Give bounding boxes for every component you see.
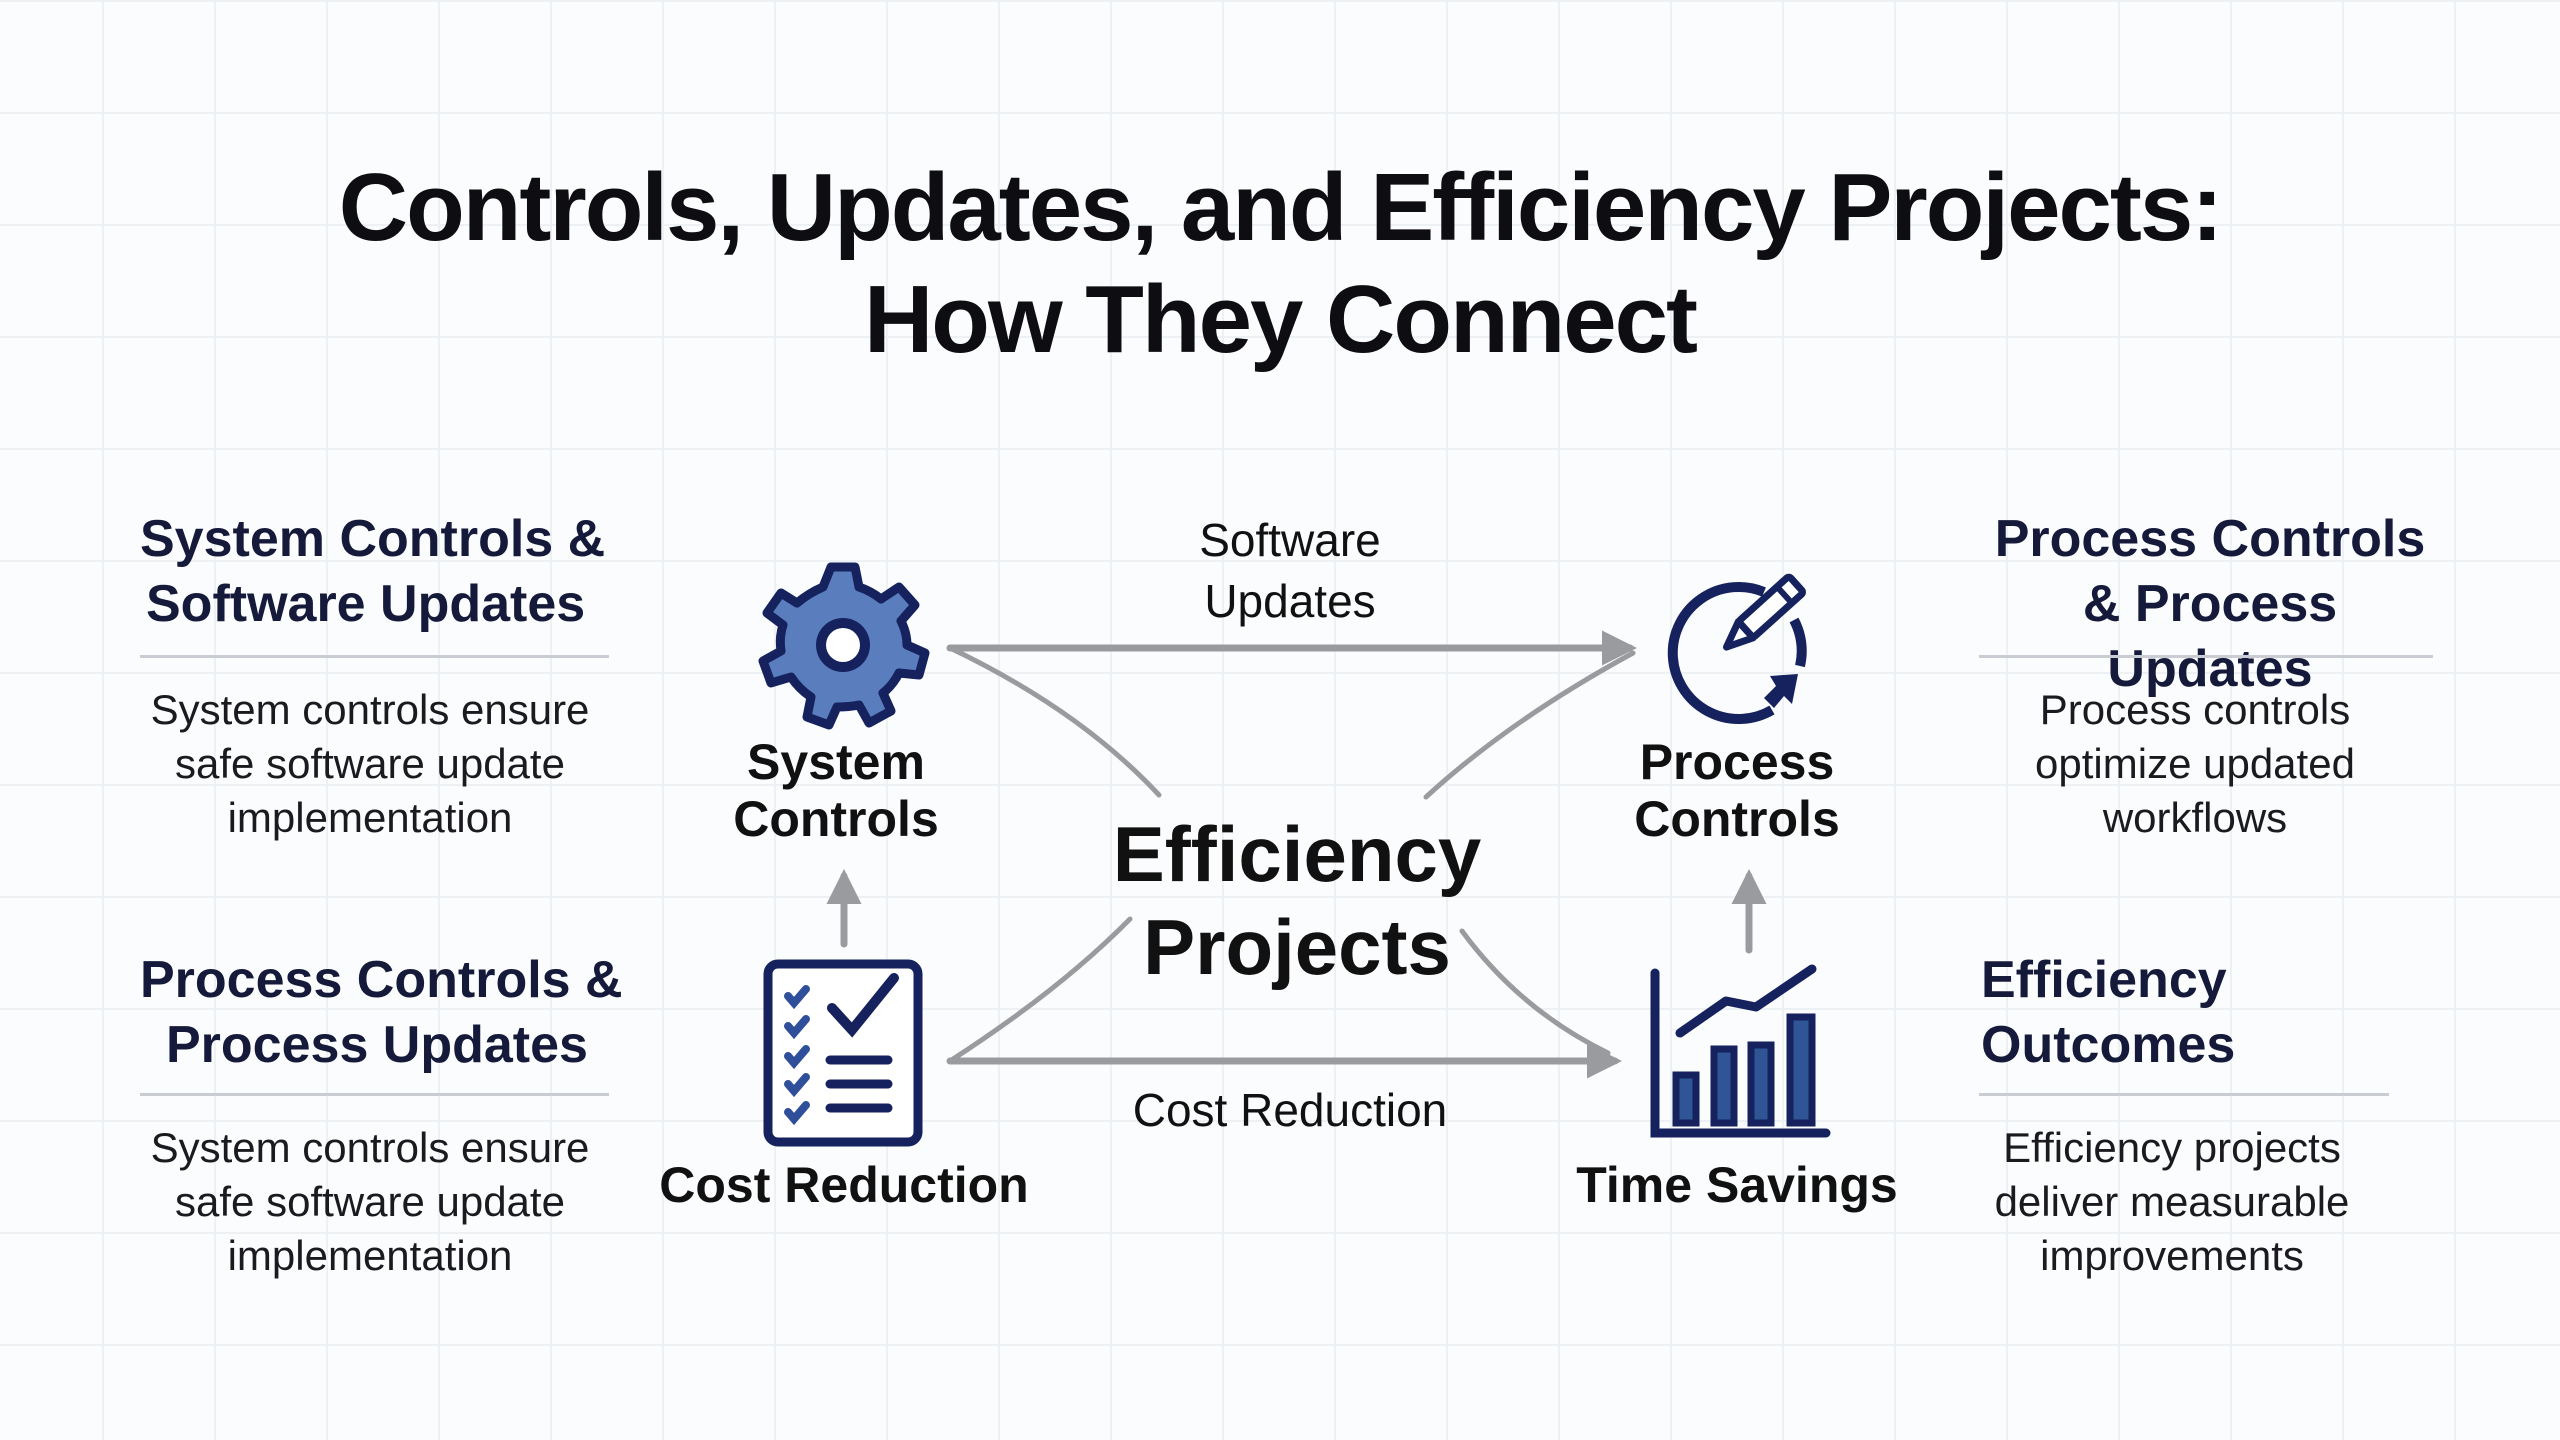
desc-line: workflows [2102, 794, 2288, 841]
node-label-line: Process [1639, 734, 1835, 790]
desc-line: optimize updated [2035, 740, 2355, 787]
center-efficiency-projects: Efficiency Projects [997, 808, 1597, 994]
bar-chart-icon [1650, 964, 1831, 1138]
page-title: Controls, Updates, and Efficiency Projec… [0, 152, 2560, 376]
desc-line: safe software update [175, 740, 565, 787]
desc-line: implementation [227, 794, 513, 841]
right-section-2-heading: Efficiency Outcomes [1981, 948, 2235, 1078]
desc-line: System controls ensure [150, 686, 590, 733]
edge-label-cost-reduction: Cost Reduction [1132, 1084, 1448, 1136]
node-label-line: Controls [733, 791, 939, 847]
divider [1979, 1093, 2389, 1096]
right-section-1-heading: Process Controls & Process Updates [1975, 507, 2445, 702]
node-label-line: Controls [1634, 791, 1840, 847]
desc-line: safe software update [175, 1178, 565, 1225]
connector-line [1423, 650, 1636, 800]
heading-line: Outcomes [1981, 1016, 2236, 1074]
right-section-1-description: Process controls optimize updated workfl… [1965, 683, 2425, 845]
heading-line: Process Controls [1994, 510, 2426, 568]
heading-line: Efficiency [1981, 951, 2227, 1009]
desc-line: implementation [227, 1232, 513, 1279]
desc-line: Efficiency projects [2003, 1124, 2341, 1171]
node-time-savings: Time Savings [1576, 1157, 1898, 1213]
heading-line: & Process Updates [2082, 575, 2338, 698]
center-label-line: Projects [1143, 903, 1451, 991]
heading-line: System Controls & [140, 510, 606, 568]
edge-label-line: Updates [1204, 575, 1376, 627]
node-process-controls: Process Controls [1537, 734, 1937, 848]
connector-line [1459, 928, 1611, 1056]
title-line-1: Controls, Updates, and Efficiency Projec… [338, 154, 2223, 261]
divider [140, 1093, 609, 1096]
left-section-2-description: System controls ensure safe software upd… [140, 1121, 600, 1283]
gear-icon [758, 562, 930, 730]
desc-line: Process controls [2039, 686, 2351, 733]
connector-line [947, 645, 1162, 798]
refresh-pencil-icon [1667, 573, 1807, 724]
node-system-controls: System Controls [636, 734, 1036, 848]
desc-line: System controls ensure [150, 1124, 590, 1171]
node-label-line: System [747, 734, 925, 790]
left-section-1-heading: System Controls & Software Updates [140, 507, 605, 637]
connector-line [947, 916, 1133, 1064]
right-section-2-description: Efficiency projects deliver measurable i… [1942, 1121, 2402, 1283]
desc-line: improvements [2040, 1232, 2304, 1279]
center-label-line: Efficiency [1112, 810, 1482, 898]
checklist-icon [763, 959, 923, 1147]
node-cost-reduction: Cost Reduction [659, 1157, 1029, 1213]
divider [140, 655, 609, 658]
divider [1979, 655, 2433, 658]
heading-line: Process Controls & [140, 951, 623, 1009]
edge-label-software-updates: Software Updates [1090, 510, 1490, 632]
left-section-1-description: System controls ensure safe software upd… [140, 683, 600, 845]
heading-line: Process Updates [166, 1016, 588, 1074]
title-line-2: How They Connect [863, 266, 1698, 373]
heading-line: Software Updates [146, 575, 586, 633]
desc-line: deliver measurable [1994, 1178, 2350, 1225]
left-section-2-heading: Process Controls & Process Updates [140, 948, 623, 1078]
edge-label-line: Software [1199, 514, 1381, 566]
